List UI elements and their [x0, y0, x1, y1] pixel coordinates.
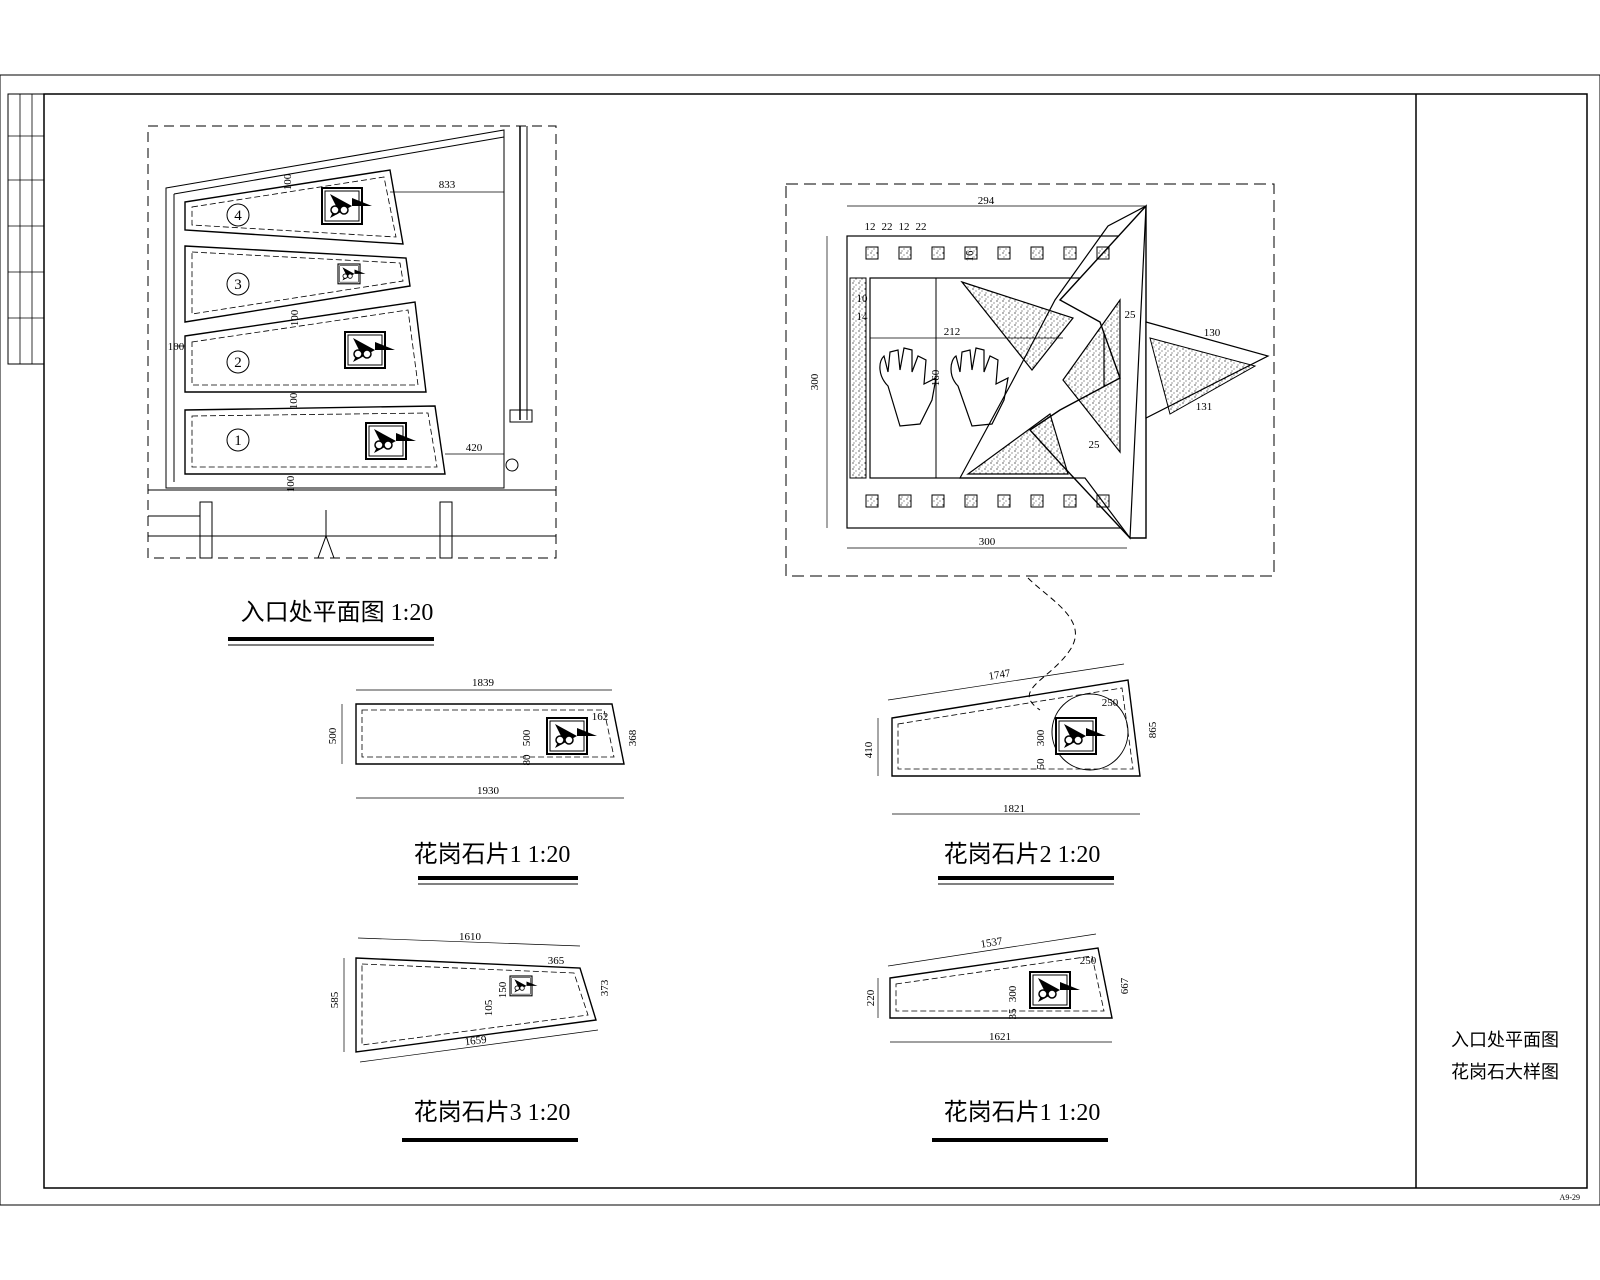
piece-1-dim-extra: 162	[592, 711, 609, 723]
piece-1-caption: 花岗石片1 1:20	[414, 841, 571, 868]
detail-dim-212: 212	[944, 326, 961, 338]
piece-4-caption-underline-thick	[932, 1138, 1108, 1142]
detail-dim-25a: 25	[1125, 309, 1137, 321]
piece-3-dim-inner: 150	[497, 981, 509, 998]
piece-3-dim-bottom: 1659	[464, 1034, 488, 1049]
plan-dim-100-a: 100	[282, 173, 294, 190]
piece-4-dim-bottom: 1621	[989, 1031, 1011, 1043]
piece-2-drawing	[877, 663, 1141, 815]
detail-dim-25b: 25	[1089, 439, 1101, 451]
piece-4-dim-right: 667	[1119, 977, 1131, 994]
detail-dim-14: 14	[857, 311, 869, 323]
detail-dim-10: 10	[857, 293, 869, 305]
piece-4-dim-left: 220	[865, 989, 877, 1006]
piece-3-dim-small: 105	[483, 999, 495, 1016]
detail-dim-12b: 12	[899, 221, 910, 233]
plan-dim-100-c: 100	[288, 392, 300, 409]
plan-dim-420: 420	[466, 442, 483, 454]
detail-dim-22a: 22	[882, 221, 893, 233]
logo-detail	[785, 183, 1275, 711]
piece-1-dim-left: 500	[327, 727, 339, 744]
piece-2-dim-top: 1747	[988, 667, 1012, 682]
detail-tiles	[865, 246, 1110, 508]
piece-3-drawing	[343, 937, 599, 1063]
plan-piece-markers	[226, 203, 250, 452]
plan-piece-label-3: 3	[234, 277, 242, 293]
piece-1-dim-right: 368	[627, 729, 639, 746]
piece-1-dim-inner: 500	[521, 729, 533, 746]
piece-3-caption: 花岗石片3 1:20	[414, 1099, 571, 1126]
detail-dim-h300: 300	[979, 536, 996, 548]
detail-handprints	[879, 347, 1009, 427]
piece-3-dim-top: 1610	[459, 931, 482, 943]
piece-4-dim-inner: 300	[1007, 985, 1019, 1002]
piece-3-dim-extra: 365	[548, 955, 565, 967]
plan-dim-833: 833	[439, 179, 456, 191]
detail-dim-294: 294	[978, 195, 995, 207]
detail-dim-130: 130	[1204, 327, 1221, 339]
plan-caption-underline-thick	[228, 637, 434, 641]
piece-1-caption-underline-thick	[418, 876, 578, 880]
plan-caption: 入口处平面图 1:20	[241, 599, 434, 626]
piece-2-dim-left: 410	[863, 741, 875, 758]
piece-3-dim-right: 373	[599, 979, 611, 996]
piece-3-caption-underline-thick	[402, 1138, 578, 1142]
plan-dim-100-e: 100	[168, 341, 185, 353]
piece-1-drawing	[341, 689, 625, 799]
detail-dim-131: 131	[1196, 401, 1213, 413]
detail-dim-22b: 22	[916, 221, 927, 233]
detail-dim-v300: 300	[809, 373, 821, 390]
piece-4-drawing	[877, 933, 1113, 1043]
piece-4-dim-top: 1537	[980, 935, 1004, 950]
plan-piece-label-1: 1	[234, 433, 242, 449]
sheet-frame	[0, 74, 1600, 1206]
piece-2-dim-right: 865	[1147, 721, 1159, 738]
piece-3-dim-left: 585	[329, 991, 341, 1008]
piece-2-caption: 花岗石片2 1:20	[944, 841, 1101, 868]
piece-2-dim-small: 50	[1035, 758, 1047, 770]
piece-1-dim-top: 1839	[472, 677, 495, 689]
piece-2-caption-underline-thick	[938, 876, 1114, 880]
sheet-title-line2: 花岗石大样图	[1451, 1062, 1559, 1082]
piece-4-caption: 花岗石片1 1:20	[944, 1099, 1101, 1126]
plan-piece-label-4: 4	[234, 208, 242, 224]
detail-dim-16: 16	[964, 250, 976, 262]
detail-dim-160: 160	[930, 369, 942, 386]
piece-2-dim-extra: 250	[1102, 697, 1119, 709]
plan-dim-100-d: 100	[285, 475, 297, 492]
piece-1-dim-bottom: 1930	[477, 785, 500, 797]
piece-4-dim-extra: 250	[1080, 955, 1097, 967]
sheet-code: A9-29	[1560, 1193, 1580, 1202]
plan-piece-label-2: 2	[234, 355, 242, 371]
detail-dim-12a: 12	[865, 221, 876, 233]
plan-dim-100-b: 100	[289, 309, 301, 326]
piece-1-dim-small: 80	[521, 754, 533, 766]
piece-2-dim-bottom: 1821	[1003, 803, 1025, 815]
entrance-plan	[147, 125, 557, 559]
sheet-title-line1: 入口处平面图	[1451, 1030, 1559, 1050]
piece-2-dim-inner: 300	[1035, 729, 1047, 746]
piece-4-dim-small: 35	[1007, 1008, 1019, 1020]
